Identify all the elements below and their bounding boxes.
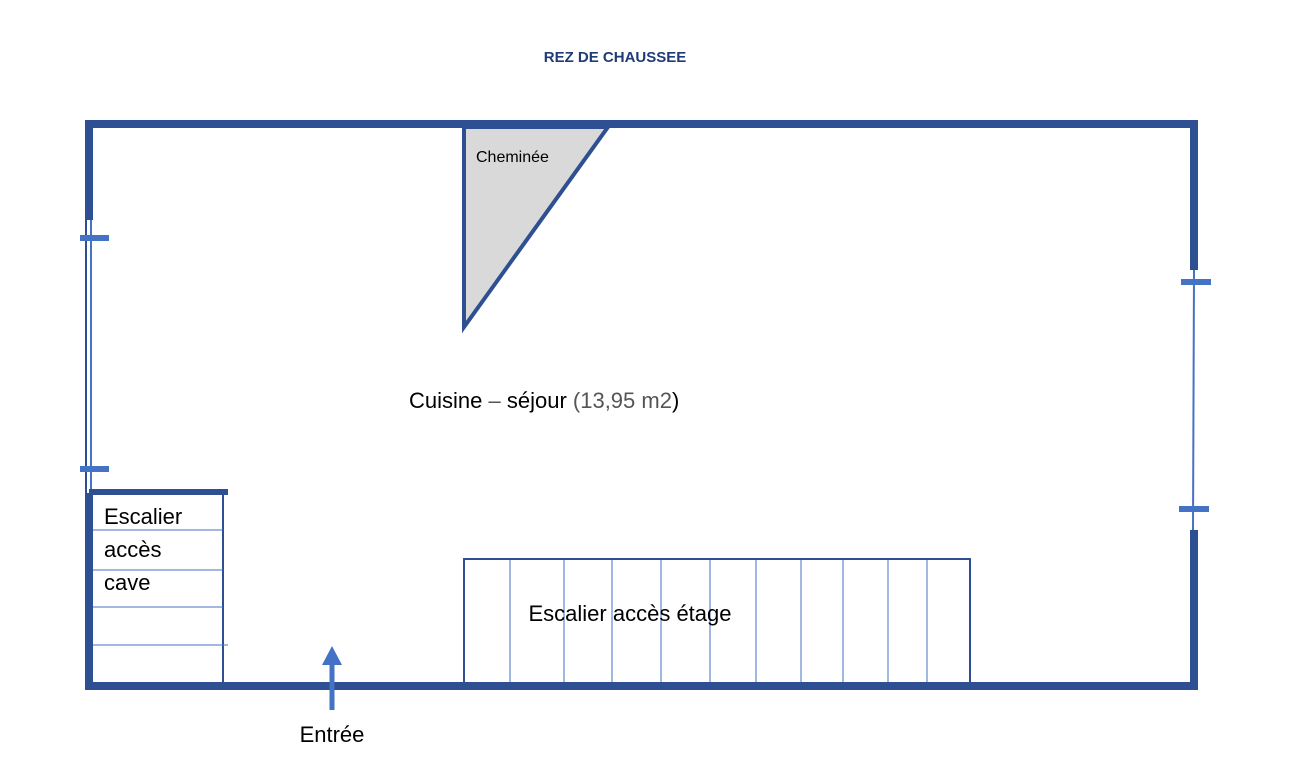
main-room-name: Cuisine: [409, 388, 482, 413]
main-room-area: 13,95 m2: [580, 388, 672, 413]
main-room-area-close: ): [672, 388, 679, 413]
cellar-stairs-label-2: accès: [104, 537, 161, 562]
entrance-arrow-icon: [322, 646, 342, 710]
upper-stairs: [463, 558, 971, 684]
cellar-stairs-label-3: cave: [104, 570, 150, 595]
plan-title: REZ DE CHAUSSEE: [544, 49, 687, 66]
main-room-dash: –: [482, 388, 506, 413]
cellar-stairs: [89, 489, 228, 682]
main-room-label: Cuisine – séjour (13,95 m2): [409, 388, 679, 413]
upper-stairs-label: Escalier accès étage: [529, 601, 732, 626]
main-room-name-2: séjour: [507, 388, 567, 413]
fireplace-label: Cheminée: [476, 149, 549, 166]
entrance-label: Entrée: [300, 722, 365, 747]
fireplace: [462, 125, 612, 334]
cellar-stairs-label-1: Escalier: [104, 504, 182, 529]
main-room-area-open: (: [573, 388, 581, 413]
window-right: [1179, 269, 1211, 531]
window-left: [80, 220, 109, 493]
